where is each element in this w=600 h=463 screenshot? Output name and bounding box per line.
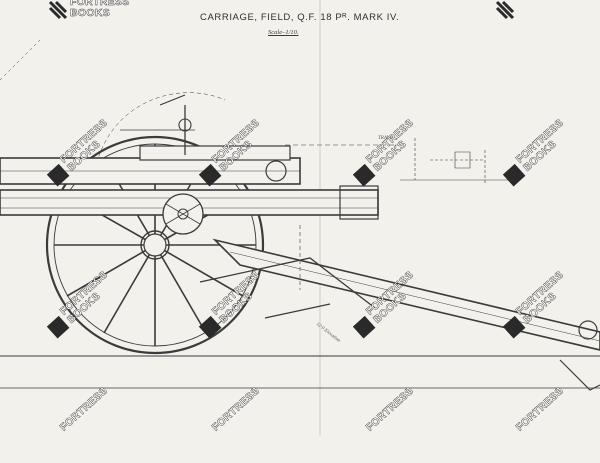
fortress-books-logo-icon (46, 315, 70, 339)
carriage-trail (199, 238, 600, 391)
fortress-books-logo-icon (502, 315, 526, 339)
fortress-books-logo-icon (48, 0, 68, 20)
fortress-books-logo-icon (352, 315, 376, 339)
gun-barrel (0, 145, 301, 185)
drawing-scale: Scale–1/10. (268, 29, 299, 36)
sight-mechanism (120, 94, 195, 155)
fortress-books-logo-icon (495, 0, 515, 20)
elevating-gear (143, 193, 204, 257)
drawing-title: CARRIAGE, FIELD, Q.F. 18 Pᴿ. MARK IV. (200, 12, 400, 23)
dimension-lines (285, 138, 520, 290)
elevation-arc-line (0, 39, 41, 81)
fortress-books-logo-icon (502, 163, 526, 187)
watermark (495, 0, 583, 28)
drawing-sheet: CARRIAGE, FIELD, Q.F. 18 Pᴿ. MARK IV. Sc… (0, 0, 600, 436)
fortress-books-logo-icon (352, 163, 376, 187)
shield-outline (94, 92, 226, 171)
carriage-line-drawing (0, 0, 600, 436)
fortress-books-logo-icon (198, 315, 222, 339)
fortress-books-logo-icon (198, 163, 222, 187)
fortress-books-logo-icon (46, 163, 70, 187)
dimension-label-travel: TRAVEL. (378, 136, 397, 141)
